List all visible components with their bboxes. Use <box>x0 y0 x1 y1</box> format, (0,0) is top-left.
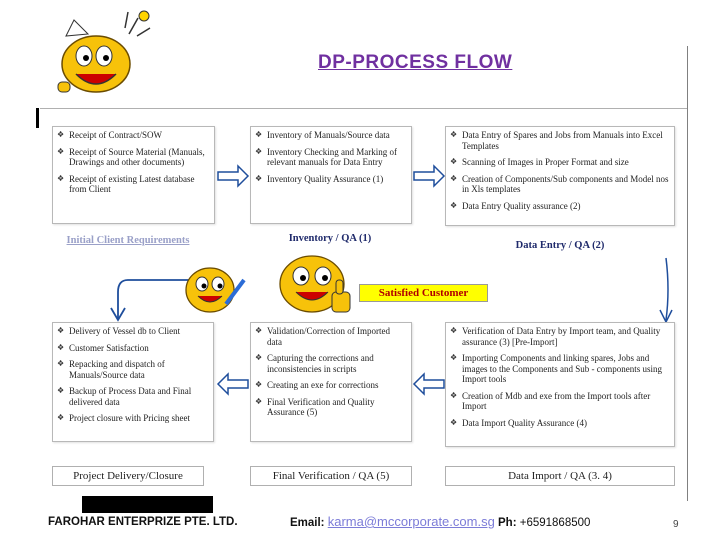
list-item: Customer Satisfaction <box>57 343 209 354</box>
smiley-writing-icon <box>185 267 246 313</box>
page-title: DP-PROCESS FLOW <box>318 52 513 73</box>
list-item: Creating an exe for corrections <box>255 380 407 391</box>
smiley-face-icon <box>57 10 151 93</box>
list-item: Inventory Quality Assurance (1) <box>255 174 407 185</box>
arrow-right-icon <box>413 164 446 188</box>
arrow-left-icon <box>412 372 445 396</box>
list-item: Creation of Components/Sub components an… <box>450 174 670 195</box>
project-delivery-box: Delivery of Vessel db to Client Customer… <box>52 322 214 442</box>
data-entry-box: Data Entry of Spares and Jobs from Manua… <box>445 126 675 226</box>
connector-up-left-icon <box>110 279 218 322</box>
arrow-left-icon <box>216 372 249 396</box>
list-item: Project closure with Pricing sheet <box>57 413 209 424</box>
list-item: Receipt of Source Material (Manuals, Dra… <box>57 147 210 168</box>
email-label: Email: <box>290 517 325 529</box>
phone-value: +6591868500 <box>519 517 591 529</box>
initial-client-requirements-label: Initial Client Requirements <box>66 235 190 246</box>
data-import-label: Data Import / QA (3. 4) <box>445 466 675 486</box>
page-number: 9 <box>673 519 679 530</box>
list-item: Importing Components and linking spares,… <box>450 353 670 385</box>
list-item: Delivery of Vessel db to Client <box>57 326 209 337</box>
list-item: Inventory of Manuals/Source data <box>255 130 407 141</box>
email-link[interactable]: karma@mccorporate.com.sg <box>327 514 495 529</box>
data-import-box: Verification of Data Entry by Import tea… <box>445 322 675 447</box>
footer-contact: Email: karma@mccorporate.com.sg Ph: +659… <box>290 514 590 529</box>
list-item: Receipt of existing Latest database from… <box>57 174 210 195</box>
inventory-box: Inventory of Manuals/Source data Invento… <box>250 126 412 224</box>
project-delivery-label: Project Delivery/Closure <box>52 466 204 486</box>
footer-black-bar <box>82 496 213 513</box>
list-item: Backup of Process Data and Final deliver… <box>57 386 209 407</box>
right-border <box>687 46 688 501</box>
list-item: Inventory Checking and Marking of releva… <box>255 147 407 168</box>
list-item: Data Entry Quality assurance (2) <box>450 201 670 212</box>
list-item: Scanning of Images in Proper Format and … <box>450 157 670 168</box>
satisfied-customer-badge: Satisfied Customer <box>359 284 488 302</box>
arrow-right-icon <box>217 164 250 188</box>
inventory-qa-label: Inventory / QA (1) <box>288 233 372 244</box>
client-requirements-box: Receipt of Contract/SOW Receipt of Sourc… <box>52 126 215 224</box>
list-item: Receipt of Contract/SOW <box>57 130 210 141</box>
list-item: Data Import Quality Assurance (4) <box>450 418 670 429</box>
final-verification-box: Validation/Correction of Imported data C… <box>250 322 412 442</box>
connector-down-right-icon <box>659 257 673 324</box>
title-divider <box>40 108 688 109</box>
left-marker <box>36 108 39 128</box>
company-name: FAROHAR ENTERPRIZE PTE. LTD. <box>48 516 238 528</box>
phone-label: Ph: <box>498 517 517 529</box>
final-verification-label: Final Verification / QA (5) <box>250 466 412 486</box>
list-item: Creation of Mdb and exe from the Import … <box>450 391 670 412</box>
list-item: Data Entry of Spares and Jobs from Manua… <box>450 130 670 151</box>
list-item: Capturing the corrections and inconsiste… <box>255 353 407 374</box>
data-entry-qa-label: Data Entry / QA (2) <box>515 240 605 251</box>
list-item: Validation/Correction of Imported data <box>255 326 407 347</box>
list-item: Repacking and dispatch of Manuals/Source… <box>57 359 209 380</box>
smiley-thumbs-up-icon <box>279 255 351 313</box>
list-item: Verification of Data Entry by Import tea… <box>450 326 670 347</box>
list-item: Final Verification and Quality Assurance… <box>255 397 407 418</box>
